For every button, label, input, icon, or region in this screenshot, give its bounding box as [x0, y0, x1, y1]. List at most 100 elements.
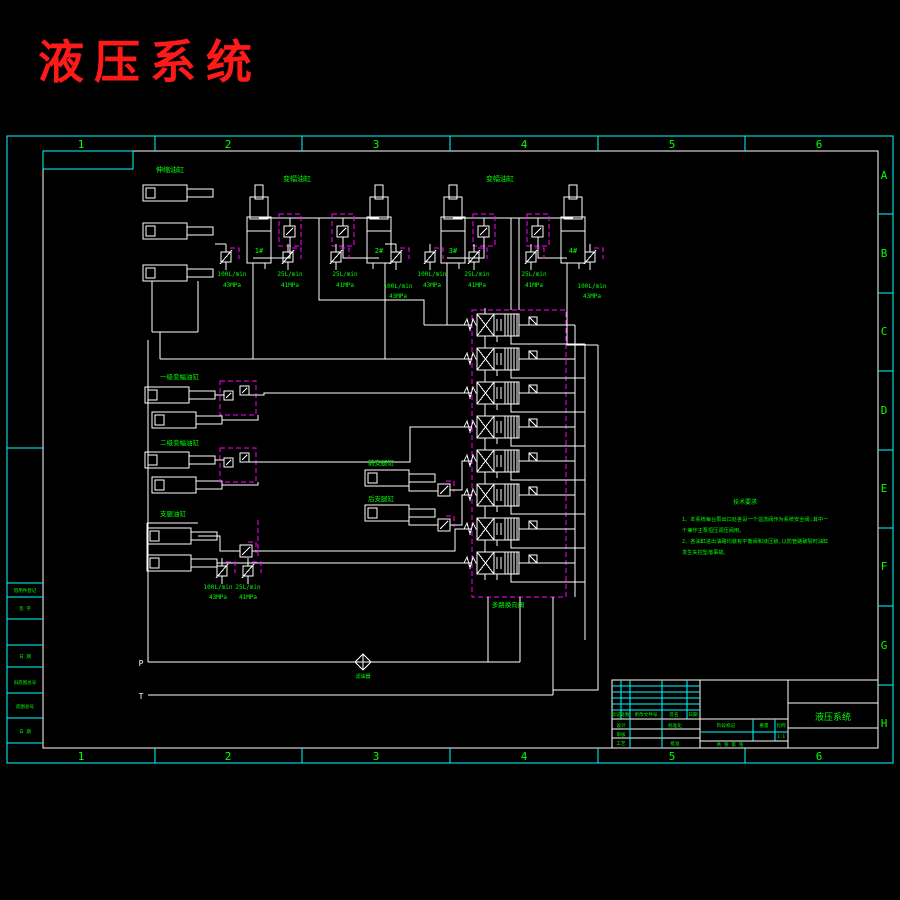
flow-label: 41MPa: [336, 282, 354, 289]
sheet-title: 液压系统: [38, 35, 262, 89]
p-port-label: P: [139, 659, 144, 668]
filter-label: 滤油器: [355, 673, 370, 680]
flow-label: 25L/min: [235, 584, 261, 591]
flow-label: 41MPa: [281, 282, 299, 289]
flow-label: 25L/min: [521, 271, 547, 278]
directional-valve: [463, 443, 586, 481]
zone-letter: C: [881, 325, 888, 338]
notes-title: 技术要求: [733, 498, 757, 506]
group-label: 变幅油缸: [486, 174, 514, 183]
title-block: 标记 处数 更改文件号 签名 日期 设计 标准化 审核 工艺 批准 阶段标记 重…: [611, 679, 879, 749]
flow-label: 43MPa: [423, 282, 441, 289]
t-port-label: T: [139, 692, 144, 701]
margin-label: 借用件登记: [14, 587, 37, 594]
cylinder-symbol: [364, 469, 436, 487]
directional-valve: [463, 341, 586, 379]
flow-label: 43MPa: [223, 282, 241, 289]
tb-header: 签名: [669, 711, 678, 718]
margin-label: 旧底图总号: [14, 679, 37, 686]
note-line: 2、各油缸进出油路均装有平衡阀和液压锁,以防管路破裂时油缸: [682, 537, 828, 545]
relief-valve: [389, 243, 410, 271]
group-label: 支腿油缸: [160, 509, 187, 518]
margin-label: 签 字: [19, 605, 31, 612]
cylinder-symbol: [560, 184, 586, 270]
margin-label: 日 期: [19, 654, 31, 660]
check-valve: [239, 541, 257, 558]
tb-scale: 比例: [776, 722, 786, 729]
zone-number: 1: [78, 138, 85, 151]
zone-number: 3: [373, 138, 380, 151]
cylinder-symbol: [366, 184, 392, 270]
group-label: 变幅油缸: [283, 174, 311, 183]
left-margin-dividers: [7, 447, 43, 744]
relief-valve: [329, 243, 350, 271]
zone-letter: G: [881, 639, 888, 652]
zone-letter: B: [881, 247, 888, 260]
zone-number: 5: [669, 750, 676, 763]
zone-number: 1: [78, 750, 85, 763]
tb-weight: 重量: [759, 722, 769, 729]
cylinder-symbol: [146, 554, 218, 572]
valve-bank-boundary: [471, 309, 567, 598]
flow-label: 41MPa: [468, 282, 486, 289]
tb-craft: 工艺: [616, 741, 626, 747]
technical-notes: 技术要求 1、本系统每台泵出口处各设一个溢流阀作为系统安全阀,其中一 个兼作主泵…: [682, 498, 828, 556]
stage1-cylinder-group: 一级变幅油缸: [144, 372, 472, 429]
cylinder-number: 1#: [255, 247, 264, 255]
inner-border: [42, 150, 879, 749]
zone-number: 5: [669, 138, 676, 151]
margin-label: 日 期: [19, 729, 31, 735]
margin-label: 底图总号: [16, 703, 34, 710]
zone-number: 4: [521, 750, 528, 763]
relief-valve: [423, 243, 444, 271]
flow-label: 25L/min: [277, 271, 303, 278]
drawing-frame: [6, 135, 894, 764]
flow-label: 43MPa: [389, 293, 407, 300]
cylinder-symbol: [246, 184, 272, 270]
pipe-network: [147, 324, 599, 695]
tb-standard: 标准化: [668, 722, 682, 729]
valve-bank: 多路换向阀: [463, 307, 586, 609]
bottom-zone-ticks: [154, 748, 746, 763]
relief-valve: [215, 557, 236, 585]
flow-label: 43MPa: [583, 293, 601, 300]
zone-letter: A: [881, 169, 888, 182]
cylinder-symbol: [440, 184, 466, 270]
outrigger-cylinder-group: 支腿油缸 100L/min 43MPa 25L/min 41MPa: [146, 509, 472, 601]
directional-valve: [463, 375, 586, 413]
zone-number: 3: [373, 750, 380, 763]
cylinder-symbol: [142, 184, 214, 202]
tb-drawing-title: 液压系统: [815, 711, 851, 723]
flow-label: 43MPa: [209, 594, 227, 601]
cylinder-symbol: [142, 222, 214, 240]
relief-valve: [219, 243, 240, 271]
mid-cylinder-2: 后支腿缸: [364, 494, 472, 532]
directional-valve: [463, 477, 586, 515]
left-margin-table: 借用件登记 签 字 日 期 旧底图总号 底图总号 日 期: [14, 587, 37, 735]
luffing-cylinder-pair-a: 1# 2# 变幅油缸: [215, 174, 425, 359]
directional-valve: [463, 545, 586, 583]
outer-border: [6, 135, 894, 764]
note-line: 发生失控坠落事故。: [682, 548, 729, 556]
tb-scale-value: 1:1: [777, 734, 786, 740]
zone-number: 4: [521, 138, 528, 151]
flow-labels-top: 100L/min 43MPa 25L/min 41MPa 25L/min 41M…: [218, 271, 607, 300]
flow-label: 100L/min: [384, 283, 413, 290]
cylinder-number: 3#: [449, 247, 458, 255]
cylinder-symbol: [151, 411, 223, 429]
zone-number: 2: [225, 138, 232, 151]
right-zone-ticks: [878, 213, 893, 686]
flow-label: 100L/min: [204, 584, 233, 591]
flow-label: 25L/min: [464, 271, 490, 278]
cylinder-symbol: [142, 264, 214, 282]
note-line: 个兼作主泵恒压调压阀用。: [682, 526, 744, 534]
note-line: 1、本系统每台泵出口处各设一个溢流阀作为系统安全阀,其中一: [682, 515, 828, 523]
tb-sheet: 共 张 第 张: [717, 741, 744, 748]
zone-number: 6: [816, 138, 823, 151]
check-valve: [437, 515, 455, 532]
tank-line: T: [139, 692, 553, 701]
tb-header: 处数: [620, 711, 630, 718]
tb-header: 标记: [611, 711, 621, 718]
